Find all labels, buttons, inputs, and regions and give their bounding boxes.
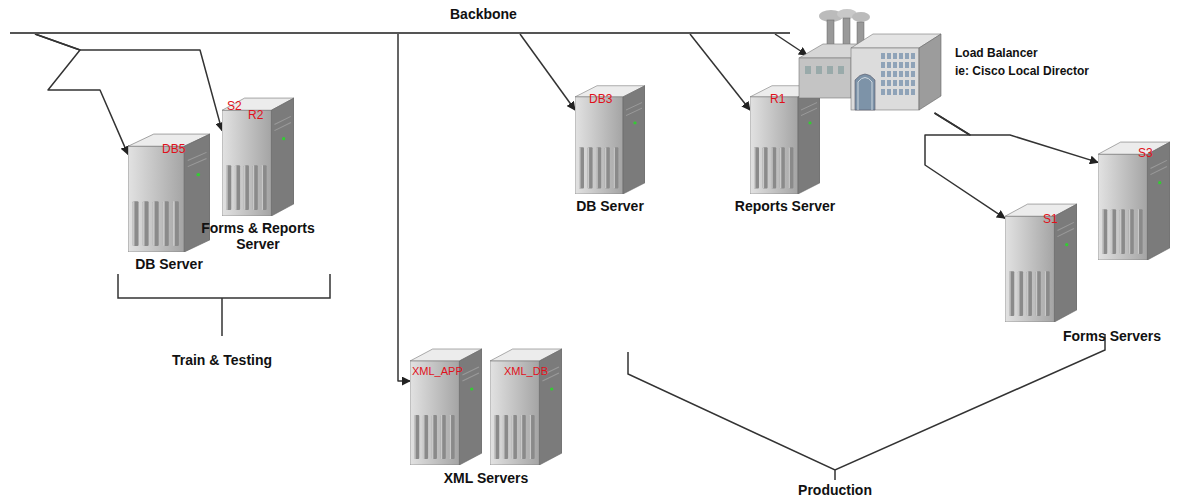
network-link xyxy=(690,34,750,110)
server-node: XML_DB xyxy=(490,345,562,465)
network-link xyxy=(935,113,1099,162)
server-node: DB3DB Server xyxy=(575,82,645,194)
group-bracket xyxy=(628,334,1105,480)
device-label: ie: Cisco Local Director xyxy=(955,64,1089,78)
server-icon xyxy=(410,345,482,465)
server-node: S3 xyxy=(1098,138,1170,260)
server-node: S2R2Forms & Reports Server xyxy=(222,94,294,216)
server-id: XML_DB xyxy=(504,365,548,377)
server-node: S1 xyxy=(1005,200,1077,322)
server-id: R1 xyxy=(770,92,785,106)
group-label: Train & Testing xyxy=(172,352,272,368)
server-id: S3 xyxy=(1138,146,1153,160)
server-icon xyxy=(1098,138,1170,260)
group-label: XML Servers xyxy=(444,470,529,486)
load-balancer-node: Load Balancerie: Cisco Local Director xyxy=(795,8,945,113)
server-node: R1Reports Server xyxy=(750,82,820,194)
device-label: Load Balancer xyxy=(955,46,1038,60)
backbone-band: Backbone xyxy=(10,0,790,34)
group-label: Production xyxy=(798,482,872,498)
network-link xyxy=(520,34,575,110)
network-link xyxy=(925,113,1005,218)
server-id: S1 xyxy=(1043,212,1058,226)
network-link xyxy=(398,34,410,381)
server-id: XML_APP xyxy=(412,365,463,377)
server-caption: Forms & Reports Server xyxy=(193,220,323,252)
backbone-label: Backbone xyxy=(450,6,517,22)
group-label: Forms Servers xyxy=(1063,328,1161,344)
server-id: DB5 xyxy=(162,142,185,156)
group-bracket xyxy=(118,274,330,336)
server-caption: DB Server xyxy=(555,198,665,214)
server-node: DB5DB Server xyxy=(128,130,210,252)
network-link xyxy=(35,34,128,154)
server-icon xyxy=(1005,200,1077,322)
network-link xyxy=(35,34,222,131)
server-caption: DB Server xyxy=(114,256,224,272)
network-link xyxy=(775,34,807,55)
building-icon xyxy=(795,8,945,113)
server-caption: Reports Server xyxy=(720,198,850,214)
server-id: DB3 xyxy=(589,92,612,106)
server-icon xyxy=(490,345,562,465)
server-node: XML_APP xyxy=(410,345,482,465)
server-id: R2 xyxy=(248,108,263,122)
server-id: S2 xyxy=(227,99,242,113)
